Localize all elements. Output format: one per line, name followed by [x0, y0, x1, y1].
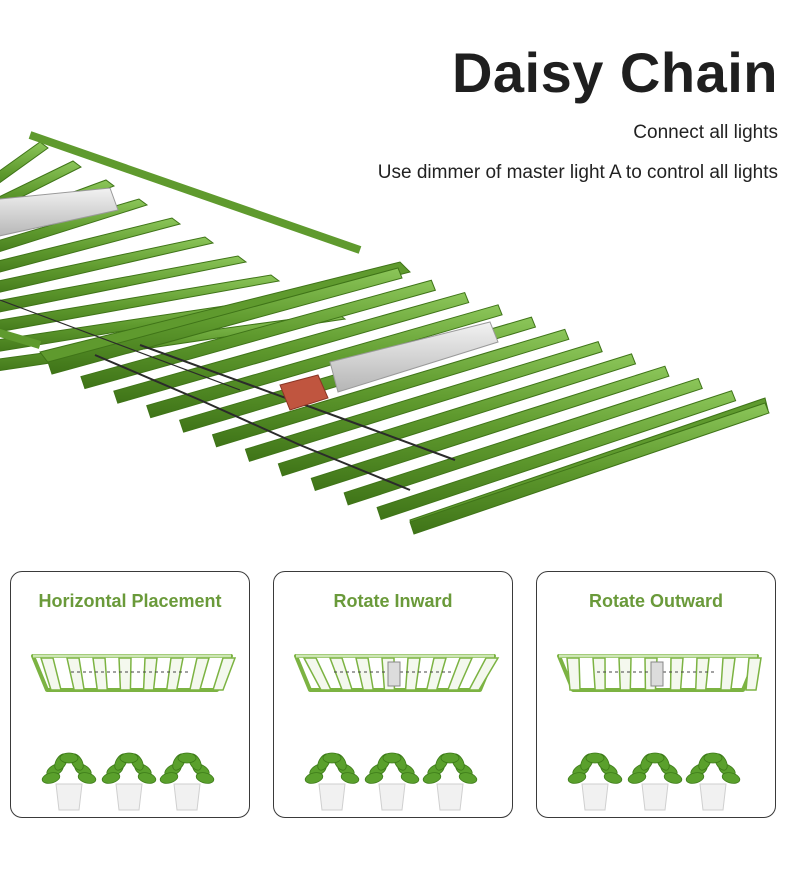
light-bar: [669, 657, 684, 691]
light-bar: [0, 236, 215, 293]
driver-box: [329, 321, 499, 393]
light-fixture-back: [0, 131, 362, 372]
inward-fixture-icon: [294, 654, 500, 811]
driver-box: [650, 661, 664, 687]
card-title: Rotate Inward: [333, 591, 453, 611]
light-bar: [244, 341, 603, 462]
card-title: Rotate Outward: [588, 591, 723, 611]
light-bar: [310, 365, 670, 491]
light-bar: [142, 657, 158, 691]
placement-card-inward: Rotate Inward: [273, 571, 513, 818]
potted-plant: [567, 752, 623, 811]
light-bar: [92, 657, 109, 691]
light-bar: [0, 255, 248, 313]
light-bar: [618, 657, 632, 691]
light-bar: [211, 328, 570, 448]
light-bar: [118, 657, 132, 691]
fixture-diagram: [557, 654, 762, 692]
frame-rail: [0, 328, 42, 349]
light-bar: [66, 657, 86, 691]
light-bar: [80, 279, 437, 390]
light-bar: [277, 353, 637, 477]
driver-box: [0, 187, 119, 237]
light-bar: [446, 657, 474, 691]
light-bar: [343, 377, 703, 506]
light-bar: [404, 657, 421, 691]
light-bar: [302, 657, 333, 691]
light-fixture-front: [0, 261, 770, 535]
light-bar: [188, 657, 210, 691]
page-title: Daisy Chain: [451, 41, 778, 104]
light-bar: [467, 657, 500, 691]
light-bar: [146, 304, 503, 419]
potted-plant: [304, 752, 360, 811]
daisy-chain-illustration: [0, 131, 770, 535]
subtitle-connect: Connect all lights: [633, 122, 778, 143]
light-bar: [0, 141, 49, 184]
light-bar: [0, 217, 182, 273]
placement-card-horizontal: Horizontal Placement: [10, 571, 250, 818]
potted-plant: [422, 752, 478, 811]
light-bar: [425, 657, 447, 691]
dimmer-box: [279, 374, 329, 411]
light-bar: [328, 657, 354, 691]
light-bar: [211, 657, 237, 691]
card-title: Horizontal Placement: [38, 591, 222, 611]
potted-plant: [685, 752, 741, 811]
light-bar: [0, 274, 281, 333]
potted-plant: [101, 752, 157, 811]
light-bar: [694, 657, 710, 691]
light-bar: [165, 657, 184, 691]
light-bar: [409, 402, 770, 535]
subtitle-dimmer: Use dimmer of master light A to control …: [377, 162, 778, 183]
potted-plant: [627, 752, 683, 811]
light-bar: [592, 657, 606, 691]
light-bar: [47, 267, 403, 375]
light-bar: [0, 160, 82, 209]
light-bar: [745, 657, 762, 691]
placement-card-outward: Rotate Outward: [536, 571, 776, 818]
horizontal-fixture-icon: [31, 654, 237, 811]
fixture-diagram: [31, 654, 237, 692]
driver-box: [387, 661, 401, 687]
light-bar: [355, 657, 375, 691]
light-bar: [720, 657, 736, 691]
light-bar: [376, 390, 737, 521]
potted-plant: [41, 752, 97, 811]
fixture-diagram: [294, 654, 500, 692]
light-bar: [566, 657, 581, 691]
potted-plant: [364, 752, 420, 811]
frame-rail: [28, 131, 362, 254]
potted-plant: [159, 752, 215, 811]
light-bar: [39, 657, 62, 691]
outward-fixture-icon: [557, 654, 762, 811]
